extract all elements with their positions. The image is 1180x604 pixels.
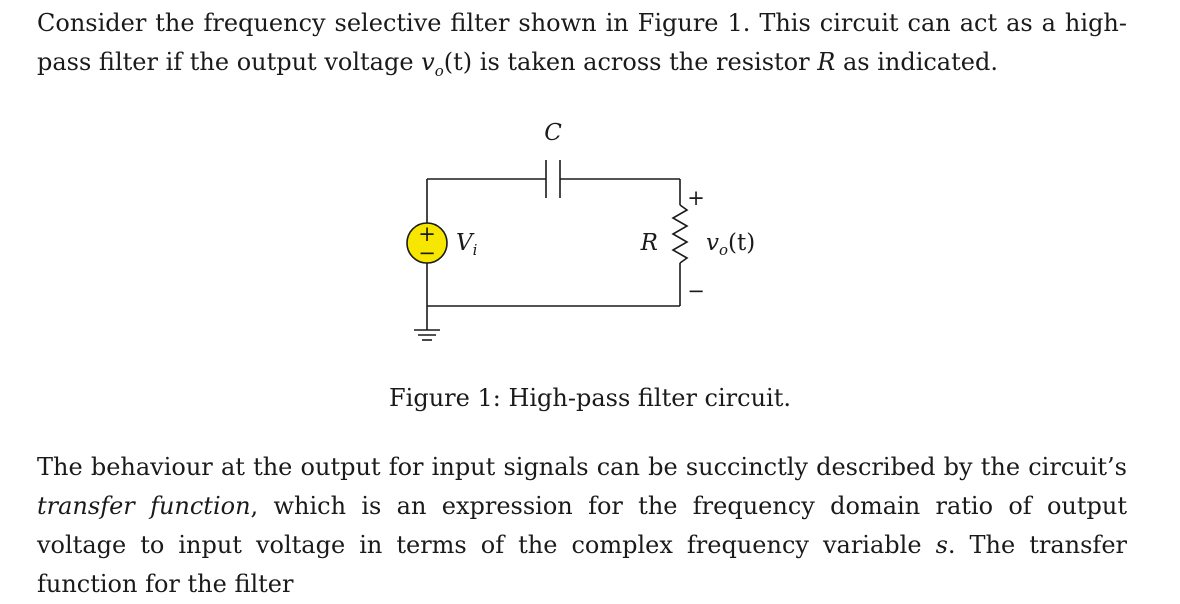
source-label: Vi (456, 230, 478, 259)
intro-text-1: Consider the frequency selective filter … (37, 9, 1127, 76)
output-label: vo(t) (706, 230, 755, 259)
tf-text-2: , which is an expression for the frequen… (37, 492, 1127, 559)
output-minus-sign: − (687, 279, 705, 303)
voltage-source-icon (406, 222, 448, 264)
source-plus-sign: + (418, 222, 436, 246)
source-label-var: V (456, 230, 475, 256)
high-pass-filter-circuit: + − Vi C R + − vo(t) (406, 120, 755, 341)
intro-paragraph: Consider the frequency selective filter … (37, 4, 1127, 91)
figure-caption: Figure 1: High-pass filter circuit. (389, 384, 791, 412)
intro-text-3: as indicated. (835, 48, 998, 76)
source-minus-sign: − (418, 241, 436, 265)
circuit-wires (414, 160, 689, 341)
vo-subscript: o (434, 61, 444, 80)
output-label-var: v (706, 230, 719, 256)
vo-variable: v (421, 48, 435, 76)
s-variable: s (935, 531, 948, 559)
output-label-sub: o (719, 241, 728, 259)
vo-argument: (t) (443, 48, 473, 76)
intro-text-2: is taken across the resistor (472, 48, 818, 76)
output-plus-sign: + (687, 186, 705, 210)
r-variable: R (817, 48, 836, 76)
resistor-zigzag (671, 204, 689, 264)
tf-text-1: The behaviour at the output for input si… (37, 453, 1127, 481)
capacitor-label: C (544, 120, 562, 146)
output-label-arg: (t) (728, 230, 755, 256)
source-label-sub: i (473, 241, 478, 259)
resistor-label: R (640, 230, 658, 256)
tf-italic-term: transfer function (37, 492, 251, 520)
